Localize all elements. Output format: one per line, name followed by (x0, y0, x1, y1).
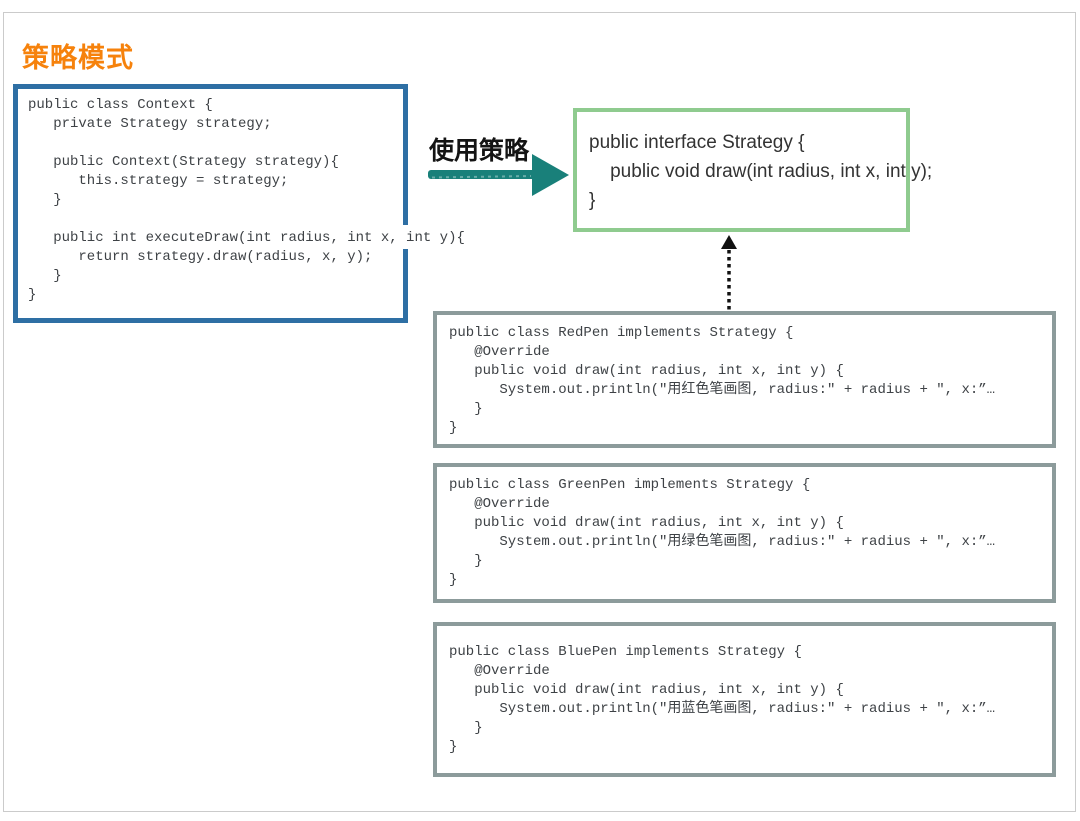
redpen-class-box: public class RedPen implements Strategy … (433, 311, 1056, 448)
strategy-code: public interface Strategy { public void … (589, 132, 932, 211)
page-title: 策略模式 (22, 43, 134, 73)
bluepen-code: public class BluePen implements Strategy… (449, 644, 996, 755)
context-class-box: public class Context { private Strategy … (13, 84, 465, 323)
greenpen-class-box: public class GreenPen implements Strateg… (433, 463, 1056, 603)
right-arrow-icon (428, 154, 569, 196)
implements-arrow-icon (721, 235, 737, 311)
context-code: public class Context { private Strategy … (28, 97, 465, 303)
use-strategy-label: 使用策略 (429, 137, 530, 165)
redpen-code: public class RedPen implements Strategy … (449, 325, 996, 436)
border-gap-patch (403, 225, 408, 249)
strategy-interface-box: public interface Strategy { public void … (573, 108, 932, 232)
bluepen-class-box: public class BluePen implements Strategy… (433, 622, 1056, 777)
greenpen-code: public class GreenPen implements Strateg… (449, 477, 996, 588)
